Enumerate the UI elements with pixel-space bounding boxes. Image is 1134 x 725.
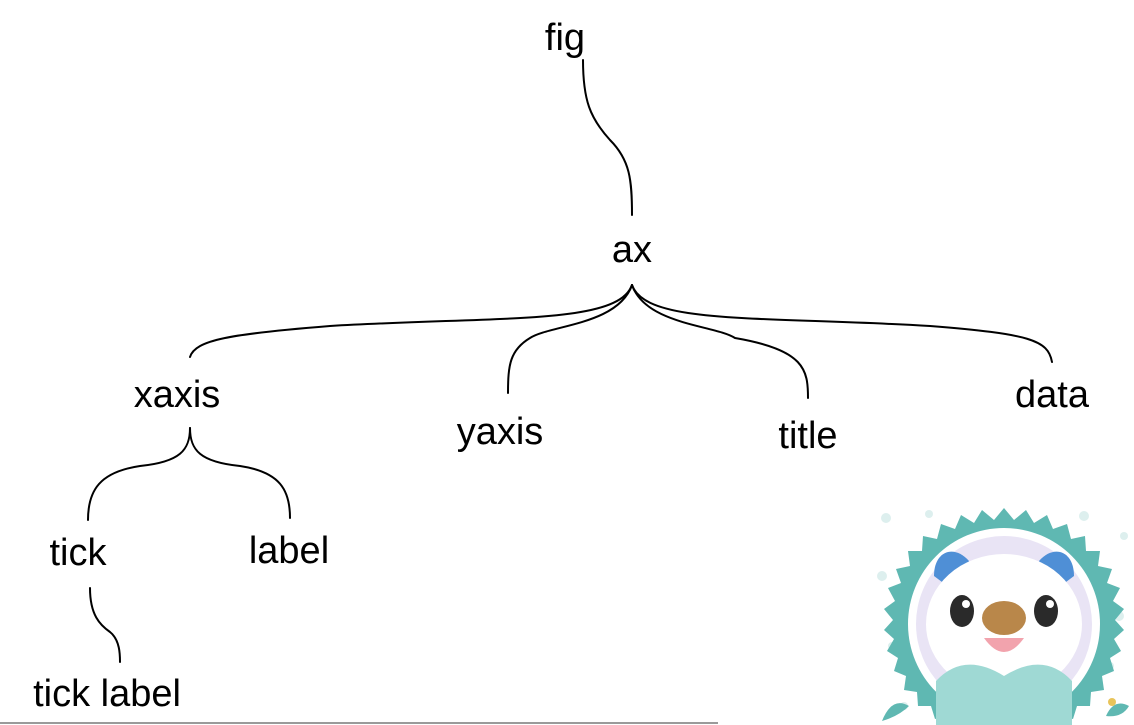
edge-ax-yaxis bbox=[507, 284, 633, 394]
edge-fig-ax bbox=[582, 59, 633, 216]
edge-ax-xaxis bbox=[189, 284, 633, 358]
node-xaxis: xaxis bbox=[134, 374, 221, 416]
edge-ax-data bbox=[631, 284, 1053, 363]
node-ax: ax bbox=[612, 229, 652, 271]
edge-xaxis-tick bbox=[87, 427, 191, 521]
otter-mascot-sticker-icon bbox=[877, 508, 1129, 725]
node-title: title bbox=[778, 415, 837, 457]
node-fig: fig bbox=[545, 17, 585, 59]
node-label: label bbox=[249, 530, 329, 572]
edge-xaxis-label bbox=[189, 427, 291, 519]
edge-tick-ticklabel bbox=[89, 587, 121, 663]
node-tick-label: tick label bbox=[33, 673, 181, 715]
node-yaxis: yaxis bbox=[457, 411, 544, 453]
node-data: data bbox=[1015, 374, 1090, 416]
bottom-divider bbox=[0, 722, 718, 724]
edge-ax-title bbox=[631, 284, 809, 399]
node-tick: tick bbox=[50, 532, 108, 574]
